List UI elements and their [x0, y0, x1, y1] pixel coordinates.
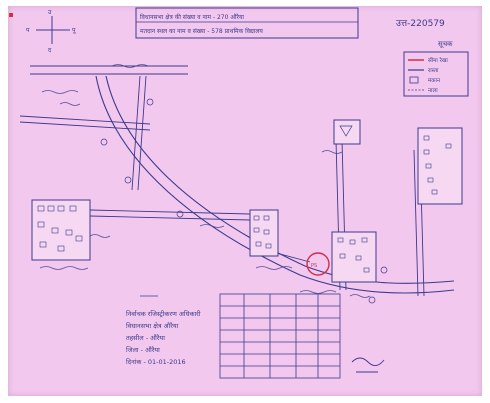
- voter-detail-table: [219, 293, 341, 379]
- svg-text:PS: PS: [311, 263, 317, 269]
- house-block-far-east: [417, 127, 463, 205]
- compass-icon: उ द पू प: [26, 9, 76, 54]
- compass-south: द: [48, 47, 52, 54]
- house-block-central: [249, 209, 279, 257]
- signature-line-4: जिला - औरैया: [126, 346, 160, 354]
- header-line-2: मतदान स्थल का नाम व संख्या - 578 प्राथमि…: [140, 27, 263, 35]
- house-block-east: [331, 231, 377, 283]
- polling-station-marker: PS: [306, 252, 330, 276]
- signature-line-5: दिनांक - 01-01-2016: [126, 358, 186, 366]
- header-line-1: विधानसभा क्षेत्र की संख्या व नाम - 270 औ…: [140, 13, 244, 21]
- legend-title: सूचक: [438, 40, 453, 48]
- top-road: [30, 65, 188, 75]
- header-box: विधानसभा क्षेत्र की संख्या व नाम - 270 औ…: [135, 7, 359, 39]
- main-curved-road: [95, 75, 455, 294]
- legend-item-road: रास्ता: [428, 68, 439, 74]
- signature-mark: [351, 357, 385, 373]
- signature-line-1: निर्वाचक रजिस्ट्रीकरण अधिकारी: [126, 310, 201, 318]
- compass-west: प: [26, 27, 30, 34]
- legend-item-boundary: सीमा रेखा: [428, 57, 448, 64]
- legend-item-house: मकान: [428, 78, 441, 84]
- house-block-north: [333, 119, 361, 145]
- legend-item-drain: नाला: [428, 88, 438, 94]
- house-block-west: [31, 199, 91, 261]
- side-roads: [19, 75, 425, 297]
- signature-block: निर्वाचक रजिस्ट्रीकरण अधिकारी विधानसभा क…: [126, 295, 201, 366]
- signature-line-2: विधानसभा क्षेत्र औरैया: [126, 322, 179, 330]
- map-symbols: [100, 98, 388, 304]
- reference-number: उत्त-220579: [396, 19, 445, 29]
- corner-mark: [9, 13, 13, 17]
- map-annotations: [39, 64, 371, 298]
- compass-north: उ: [48, 9, 52, 16]
- legend-swatch-house: [409, 76, 419, 84]
- signature-line-3: तहसील - औरैया: [126, 334, 165, 342]
- legend-box: सूचक सीमा रेखा रास्ता मकान नाला: [403, 40, 469, 97]
- compass-east: पू: [72, 27, 76, 34]
